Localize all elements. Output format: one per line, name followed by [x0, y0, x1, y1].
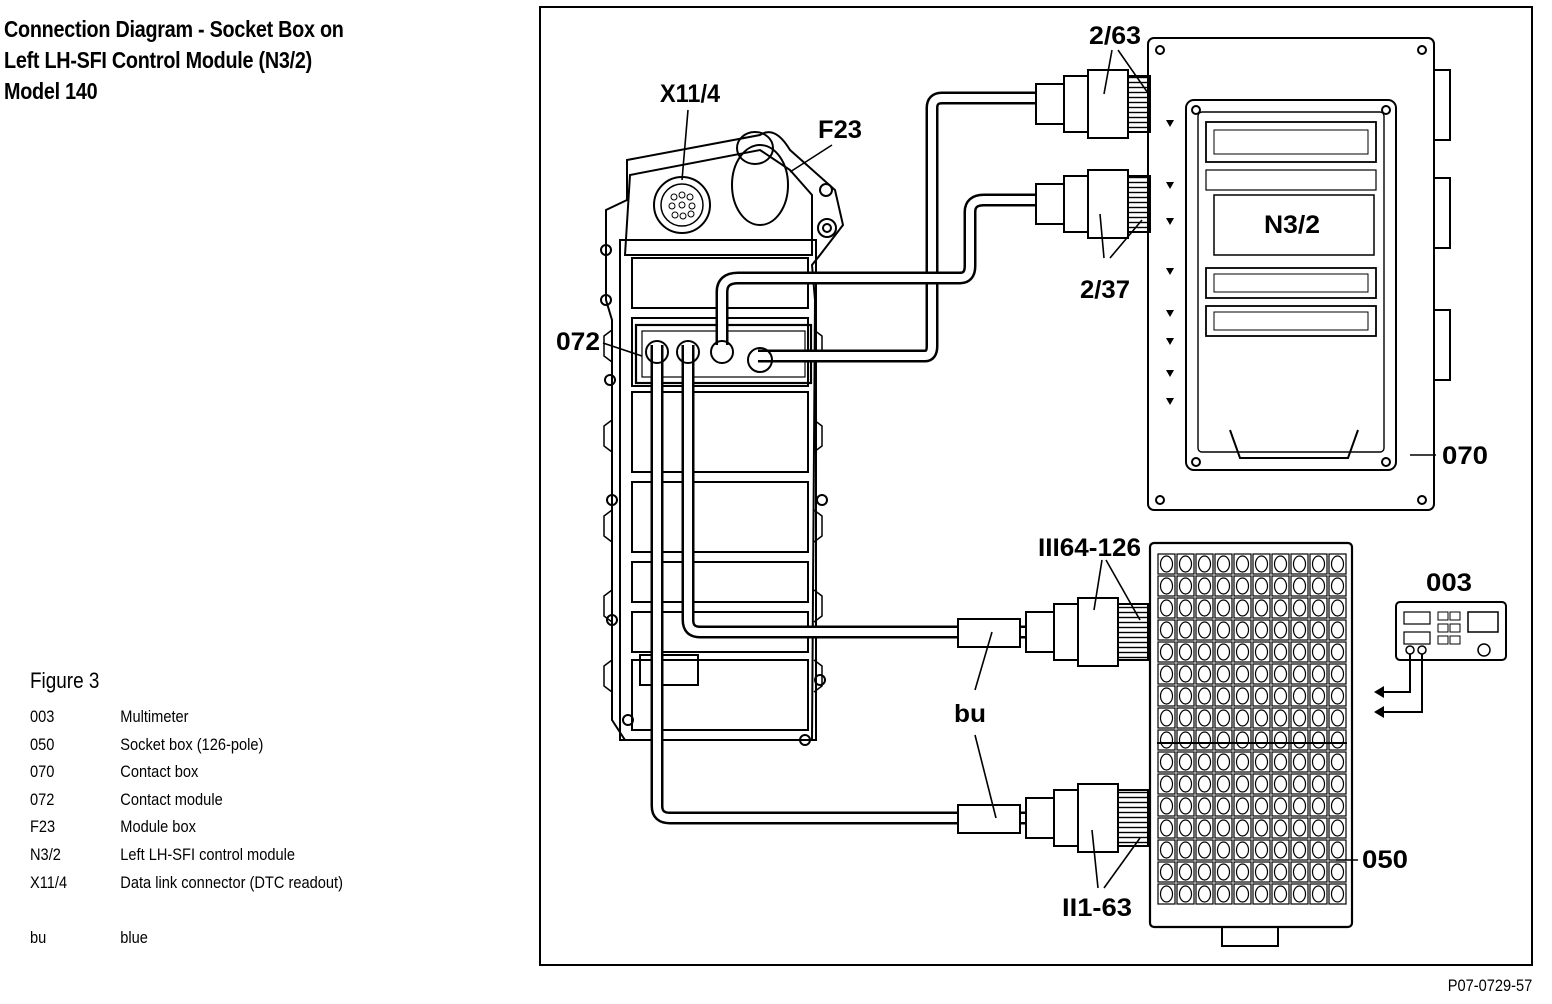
- label-2-37: 2/37: [1080, 276, 1130, 304]
- blue-sleeves: [957, 618, 1021, 834]
- cable-to-2-63: [758, 91, 1040, 363]
- multimeter-lead-arrows: [1374, 686, 1384, 718]
- multimeter-003: [1382, 601, 1507, 713]
- diagram-frame: [539, 6, 1533, 966]
- legend-row: X11/4 Data link connector (DTC readout): [30, 873, 343, 901]
- label-003: 003: [1426, 569, 1472, 597]
- cable-loops: [645, 340, 773, 373]
- label-x11-4: X11/4: [660, 80, 720, 108]
- legend-desc: Contact box: [120, 762, 199, 782]
- socket-box-050: [1148, 541, 1354, 947]
- cable-to-iii64-126: [681, 345, 1030, 639]
- cable-to-2-37: [715, 193, 1040, 345]
- legend-desc: Multimeter: [120, 707, 189, 726]
- label-n3-2: N3/2: [1264, 211, 1320, 239]
- figure-label: Figure 3: [30, 668, 100, 693]
- legend-desc: Left LH-SFI control module: [120, 844, 296, 864]
- legend-row: 003 Multimeter: [30, 707, 343, 735]
- legend-code: X11/4: [30, 872, 68, 892]
- data-link-connector-x11-4: [653, 176, 711, 234]
- legend-row: N3/2 Left LH-SFI control module: [30, 845, 343, 873]
- legend-code: N3/2: [30, 844, 61, 864]
- diagram-title: Connection Diagram - Socket Box on Left …: [4, 14, 344, 107]
- legend-desc: Contact module: [120, 789, 223, 809]
- connector-ii1-63: [1025, 783, 1149, 853]
- legend-code: F23: [30, 817, 56, 837]
- leader-lines: [602, 49, 1436, 889]
- legend: 003 Multimeter 050 Socket box (126-pole) 0…: [30, 707, 343, 956]
- legend-code: 003: [30, 707, 55, 726]
- contact-box-pin-markers: [1166, 120, 1174, 405]
- label-070: 070: [1442, 442, 1488, 470]
- label-050: 050: [1362, 846, 1408, 874]
- module-box-f23: [600, 131, 845, 746]
- legend-code: 070: [30, 762, 55, 782]
- title-line-3: Model 140: [4, 78, 98, 104]
- label-072: 072: [556, 328, 600, 356]
- legend-desc: Socket box (126-pole): [120, 734, 264, 754]
- legend-code: 050: [30, 734, 55, 754]
- contact-box-070: [1147, 37, 1451, 511]
- connector-2-37: [1035, 169, 1151, 239]
- module-box-side-bumps: [603, 329, 823, 693]
- title-line-2: Left LH-SFI Control Module (N3/2): [4, 47, 312, 73]
- legend-row: 072 Contact module: [30, 790, 343, 818]
- legend-row: 070 Contact box: [30, 762, 343, 790]
- cable-to-ii1-63: [650, 345, 1030, 825]
- legend-row: F23 Module box: [30, 817, 343, 845]
- reference-code: P07-0729-57: [1447, 976, 1532, 995]
- legend-desc: blue: [120, 928, 148, 948]
- legend-code: 072: [30, 789, 55, 809]
- connector-2-63: [1035, 69, 1151, 139]
- label-ii1-63: II1-63: [1062, 894, 1132, 922]
- legend-code: bu: [30, 928, 47, 948]
- title-line-1: Connection Diagram - Socket Box on: [4, 16, 344, 42]
- connector-iii64-126: [1025, 597, 1149, 667]
- label-iii64-126: III64-126: [1038, 534, 1141, 562]
- label-2-63: 2/63: [1089, 22, 1141, 50]
- label-f23: F23: [818, 116, 862, 144]
- label-bu: bu: [954, 700, 986, 728]
- legend-desc: Data link connector (DTC readout): [120, 872, 343, 892]
- legend-row-bu: bu blue: [30, 928, 343, 956]
- legend-desc: Module box: [120, 817, 196, 837]
- legend-row: 050 Socket box (126-pole): [30, 735, 343, 763]
